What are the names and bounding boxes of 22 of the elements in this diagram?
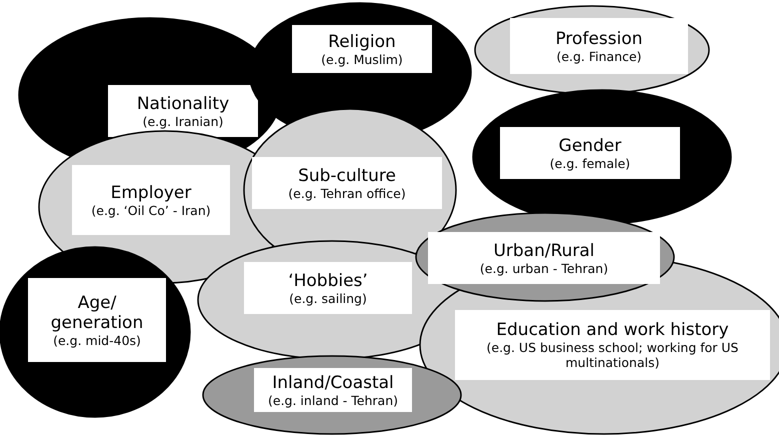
category-title: Sub-culture xyxy=(298,166,396,186)
example-text: (e.g. Iranian) xyxy=(142,114,224,128)
category-title: Inland/Coastal xyxy=(272,372,394,392)
example-text: (e.g. US business school; working for US multinationals) xyxy=(486,340,740,370)
category-title: Employer xyxy=(110,182,192,202)
category-title: Gender xyxy=(558,136,622,156)
example-text: (e.g. Muslim) xyxy=(321,52,403,66)
example-text: (e.g. Tehran office) xyxy=(288,186,406,200)
example-text: (e.g. female) xyxy=(550,156,630,170)
category-title: Urban/Rural xyxy=(493,240,595,260)
category-title: Nationality xyxy=(136,94,230,114)
example-text: (e.g. sailing) xyxy=(289,290,367,306)
example-text: (e.g. mid-40s) xyxy=(53,332,141,348)
category-title: ‘Hobbies’ xyxy=(288,270,368,290)
category-title: Education and work history xyxy=(496,320,729,340)
example-text: (e.g. Finance) xyxy=(556,48,642,64)
category-title: Religion xyxy=(328,32,396,52)
category-title: Profession xyxy=(555,28,643,48)
example-text: (e.g. ‘Oil Co’ - Iran) xyxy=(91,202,211,218)
example-text: (e.g. urban - Tehran) xyxy=(480,260,608,276)
example-text: (e.g. inland - Tehran) xyxy=(268,392,398,408)
category-title: Age/ generation xyxy=(50,292,144,332)
